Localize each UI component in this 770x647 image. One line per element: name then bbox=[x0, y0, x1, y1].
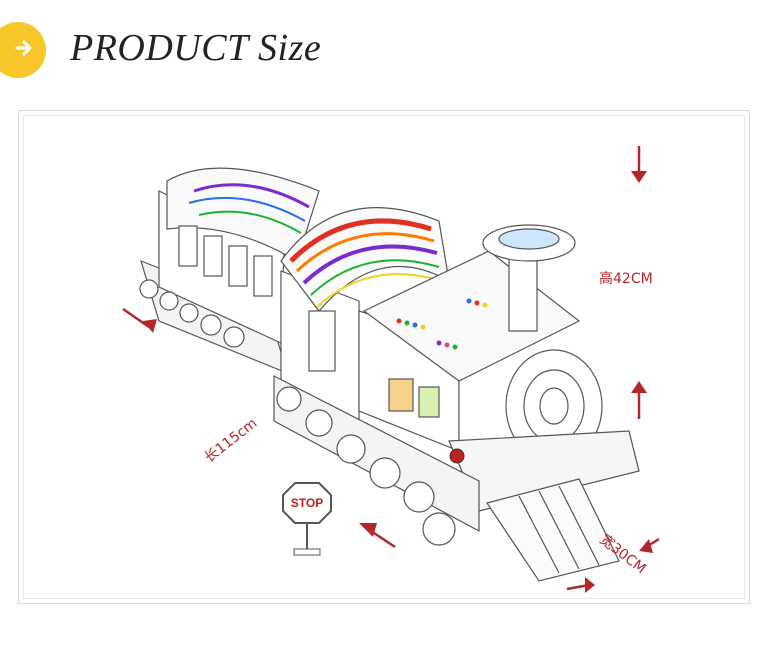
width-arrow-top-icon bbox=[639, 537, 660, 553]
rear-carriage-roof bbox=[166, 167, 320, 262]
height-label: 高42CM bbox=[599, 270, 653, 287]
arrow-right-icon bbox=[15, 40, 32, 56]
stop-sign-text: STOP bbox=[291, 496, 323, 510]
width-arrow-bottom-icon bbox=[566, 577, 595, 593]
length-arrow-back-icon bbox=[122, 307, 157, 333]
train-wheels bbox=[139, 279, 456, 546]
product-image-frame: STOP 高42CM 长115cm 宽30CM bbox=[18, 110, 750, 604]
length-label: 长115cm bbox=[202, 415, 261, 466]
header-badge bbox=[0, 22, 46, 78]
dimension-arrows bbox=[122, 146, 660, 593]
height-arrow-top-icon bbox=[631, 146, 647, 183]
length-arrow-front-icon bbox=[359, 523, 396, 549]
boiler-decorations bbox=[396, 298, 488, 464]
front-ramp bbox=[486, 478, 620, 582]
height-arrow-bottom-icon bbox=[631, 381, 647, 419]
train-size-diagram: STOP 高42CM 长115cm 宽30CM bbox=[122, 146, 660, 593]
engine-chimney bbox=[508, 250, 538, 332]
product-image-inner-border bbox=[23, 115, 745, 599]
stop-sign: STOP bbox=[282, 482, 332, 556]
page-title: PRODUCT Size bbox=[70, 27, 322, 69]
